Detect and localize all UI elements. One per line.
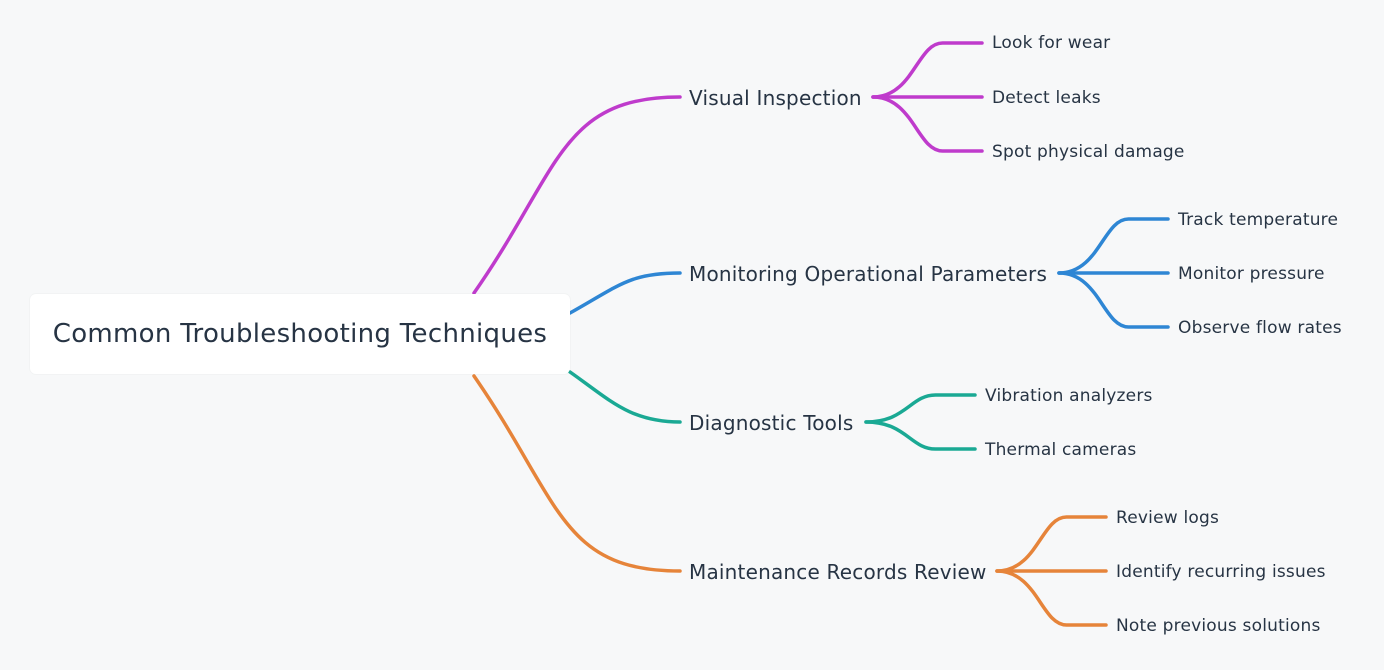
leaf-label: Vibration analyzers [985,386,1153,406]
branch-diagnostic-tools[interactable]: Diagnostic Tools [689,411,853,435]
leaf-thermal-cameras[interactable]: Thermal cameras [985,440,1136,460]
leaf-label: Track temperature [1178,210,1339,230]
connector-branch3-leaf0 [995,515,1108,573]
connector-branch2-leaf0 [864,393,977,424]
connector-root-maintenance [472,374,682,573]
connector-branch2-leaf1 [864,420,977,451]
leaf-label: Monitor pressure [1178,264,1325,284]
leaf-review-logs[interactable]: Review logs [1116,508,1219,528]
leaf-label: Thermal cameras [985,440,1137,460]
leaf-label: Note previous solutions [1116,616,1321,636]
connector-root-monitoring [568,271,682,315]
leaf-track-temperature[interactable]: Track temperature [1178,210,1338,230]
connector-root-diagnostic [568,370,682,424]
root-label: Common Troubleshooting Techniques [52,319,548,349]
branch-label: Visual Inspection [689,86,862,110]
leaf-monitor-pressure[interactable]: Monitor pressure [1178,264,1325,284]
leaf-detect-leaks[interactable]: Detect leaks [992,88,1101,108]
branch-visual-inspection[interactable]: Visual Inspection [689,86,862,110]
branch-label: Maintenance Records Review [689,560,987,584]
root-node[interactable]: Common Troubleshooting Techniques [30,294,570,374]
leaf-note-previous-solutions[interactable]: Note previous solutions [1116,616,1321,636]
connector-branch0-leaf0 [871,41,984,99]
leaf-label: Spot physical damage [992,142,1185,162]
leaf-label: Review logs [1116,508,1220,528]
leaf-label: Look for wear [992,33,1111,53]
leaf-label: Detect leaks [992,88,1101,108]
connector-root-visual-inspection [472,95,682,295]
connector-branch0-leaf2 [871,95,984,153]
connector-branch1-leaf0 [1057,217,1170,275]
leaf-identify-recurring-issues[interactable]: Identify recurring issues [1116,562,1326,582]
branch-maintenance-records-review[interactable]: Maintenance Records Review [689,560,987,584]
connector-branch1-leaf2 [1057,271,1170,329]
leaf-look-for-wear[interactable]: Look for wear [992,33,1110,53]
leaf-vibration-analyzers[interactable]: Vibration analyzers [985,386,1153,406]
leaf-observe-flow-rates[interactable]: Observe flow rates [1178,318,1342,338]
branch-label: Monitoring Operational Parameters [689,262,1048,286]
connector-branch3-leaf2 [995,569,1108,627]
branch-monitoring-operational-parameters[interactable]: Monitoring Operational Parameters [689,262,1047,286]
leaf-label: Identify recurring issues [1116,562,1326,582]
branch-label: Diagnostic Tools [689,411,854,435]
leaf-spot-physical-damage[interactable]: Spot physical damage [992,142,1185,162]
leaf-label: Observe flow rates [1178,318,1342,338]
